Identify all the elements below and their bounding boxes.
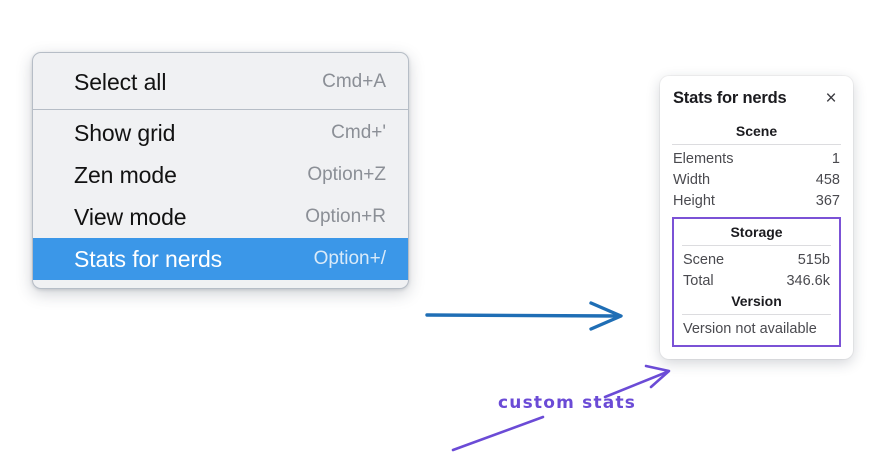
stat-value: 1: [831, 150, 840, 167]
stat-label: Total: [683, 272, 714, 289]
stat-row-width: Width 458: [672, 169, 841, 190]
close-icon[interactable]: ×: [825, 88, 837, 109]
stats-panel-body: Scene Elements 1 Width 458 Height 367 St…: [660, 121, 853, 347]
menu-item-shortcut: Cmd+': [331, 122, 386, 143]
menu-item-shortcut: Cmd+A: [322, 71, 386, 92]
custom-stats-highlight-box: Storage Scene 515b Total 346.6k Version …: [672, 217, 841, 347]
stat-label: Elements: [673, 150, 734, 167]
section-rule: [682, 245, 831, 246]
context-menu-group-2: Show grid Cmd+' Zen mode Option+Z View m…: [33, 110, 408, 288]
menu-item-label: Select all: [74, 68, 167, 95]
section-rule: [672, 144, 841, 145]
menu-item-shortcut: Option+Z: [307, 164, 386, 185]
blue-arrow-icon: [425, 301, 623, 331]
section-heading-scene: Scene: [735, 123, 778, 139]
menu-item-shortcut: Option+R: [305, 206, 386, 227]
context-menu-group-1: Select all Cmd+A: [33, 59, 408, 109]
stats-for-nerds-panel: Stats for nerds × Scene Elements 1 Width…: [660, 76, 853, 359]
stats-panel-header: Stats for nerds ×: [660, 89, 853, 108]
menu-item-stats-for-nerds[interactable]: Stats for nerds Option+/: [33, 238, 408, 280]
handwritten-annotation-custom-stats: custom stats: [498, 393, 637, 413]
menu-item-shortcut: Option+/: [313, 248, 386, 269]
context-menu: Select all Cmd+A Show grid Cmd+' Zen mod…: [32, 52, 409, 289]
version-not-available-text: Version not available: [683, 321, 817, 337]
section-heading-version: Version: [731, 293, 782, 309]
menu-item-label: View mode: [74, 203, 187, 230]
stat-label: Height: [673, 192, 715, 209]
menu-item-label: Zen mode: [74, 161, 177, 188]
menu-item-show-grid[interactable]: Show grid Cmd+': [33, 112, 408, 154]
stat-value: 458: [815, 171, 840, 188]
purple-underline-stroke: [451, 415, 545, 452]
menu-item-label: Stats for nerds: [74, 245, 223, 272]
section-heading-storage: Storage: [730, 224, 783, 240]
stat-value: 346.6k: [786, 272, 830, 289]
menu-item-view-mode[interactable]: View mode Option+R: [33, 196, 408, 238]
section-rule: [682, 314, 831, 315]
stat-value: 515b: [797, 251, 830, 268]
stat-label: Scene: [683, 251, 725, 268]
stat-row-storage-scene: Scene 515b: [682, 249, 831, 270]
menu-item-label: Show grid: [74, 119, 176, 146]
menu-divider: [33, 109, 408, 110]
menu-item-select-all[interactable]: Select all Cmd+A: [33, 61, 408, 103]
stats-panel-title: Stats for nerds: [673, 89, 787, 107]
menu-item-zen-mode[interactable]: Zen mode Option+Z: [33, 154, 408, 196]
stat-value: 367: [815, 192, 840, 209]
stat-row-elements: Elements 1: [672, 148, 841, 169]
stat-row-height: Height 367: [672, 190, 841, 211]
stat-label: Width: [673, 171, 711, 188]
stat-row-storage-total: Total 346.6k: [682, 270, 831, 291]
